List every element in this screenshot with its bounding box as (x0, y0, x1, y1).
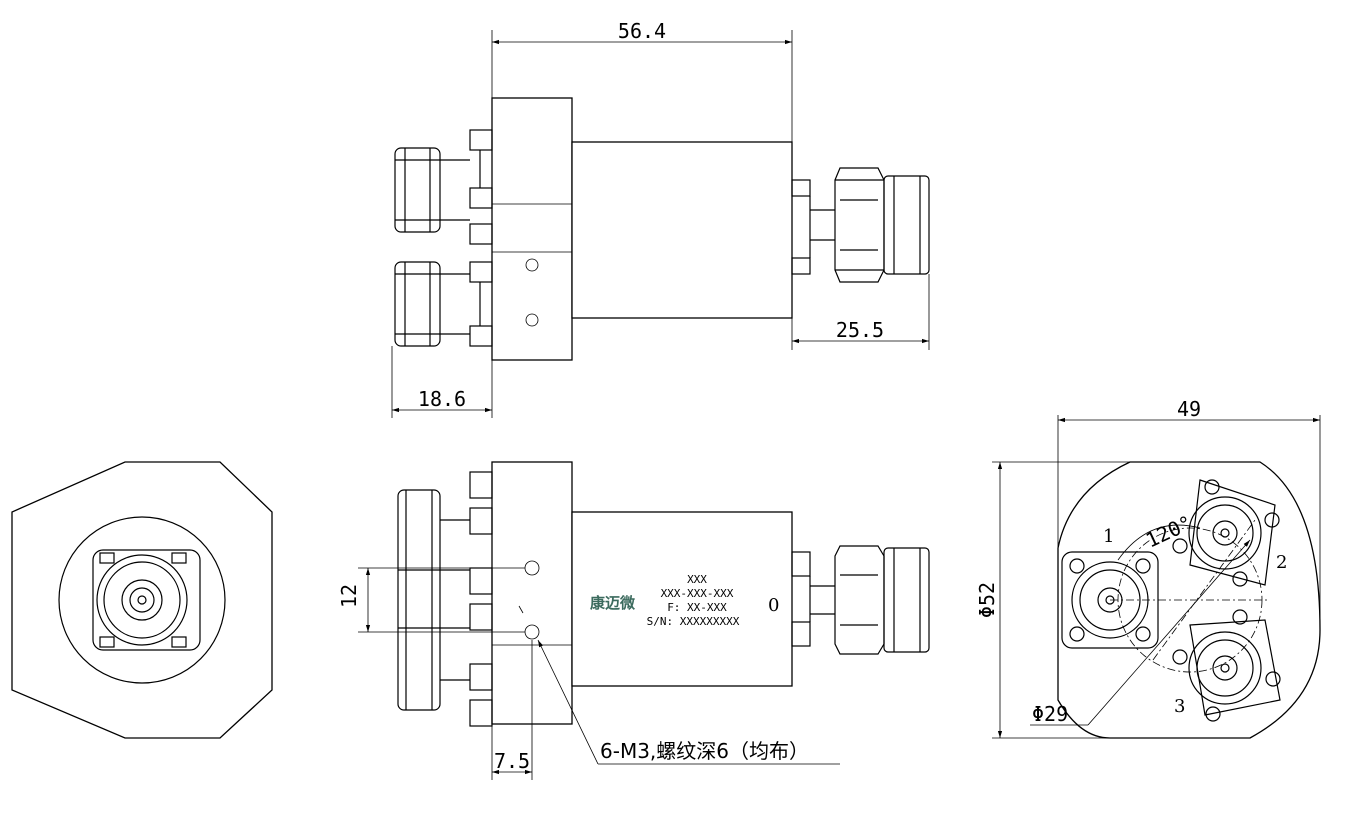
end-view (11, 461, 273, 739)
dim-width: 49 (1177, 397, 1201, 421)
dim-hole-spacing: 12 (337, 584, 361, 608)
top-side-view: 56.4 25.5 18.6 (391, 19, 930, 418)
zero-mark: 0 (768, 595, 779, 616)
face-view: 120° 1 2 3 49 Φ52 Φ29 (975, 397, 1321, 739)
dim-diameter: Φ52 (975, 582, 999, 618)
port-label-2: 2 (1276, 552, 1287, 573)
label-line3: F: XX-XXX (667, 601, 727, 614)
label-line4: S/N: XXXXXXXXX (647, 615, 740, 628)
dim-connector-left: 18.6 (418, 387, 466, 411)
label-line2: XXX-XXX-XXX (661, 587, 734, 600)
dim-hole-offset: 7.5 (494, 749, 530, 773)
port-label-3: 3 (1174, 696, 1185, 717)
label-line1: XXX (687, 573, 707, 586)
bottom-side-view: 康迈微 XXX XXX-XXX-XXX F: XX-XXX S/N: XXXXX… (337, 461, 930, 780)
brand-logo: 康迈微 (590, 594, 636, 612)
dim-bolt-circle: Φ29 (1032, 702, 1068, 726)
thread-note: 6-M3,螺纹深6（均布） (600, 739, 809, 763)
dim-connector-right: 25.5 (836, 318, 884, 342)
port-label-1: 1 (1103, 526, 1114, 547)
dim-length: 56.4 (618, 19, 666, 43)
